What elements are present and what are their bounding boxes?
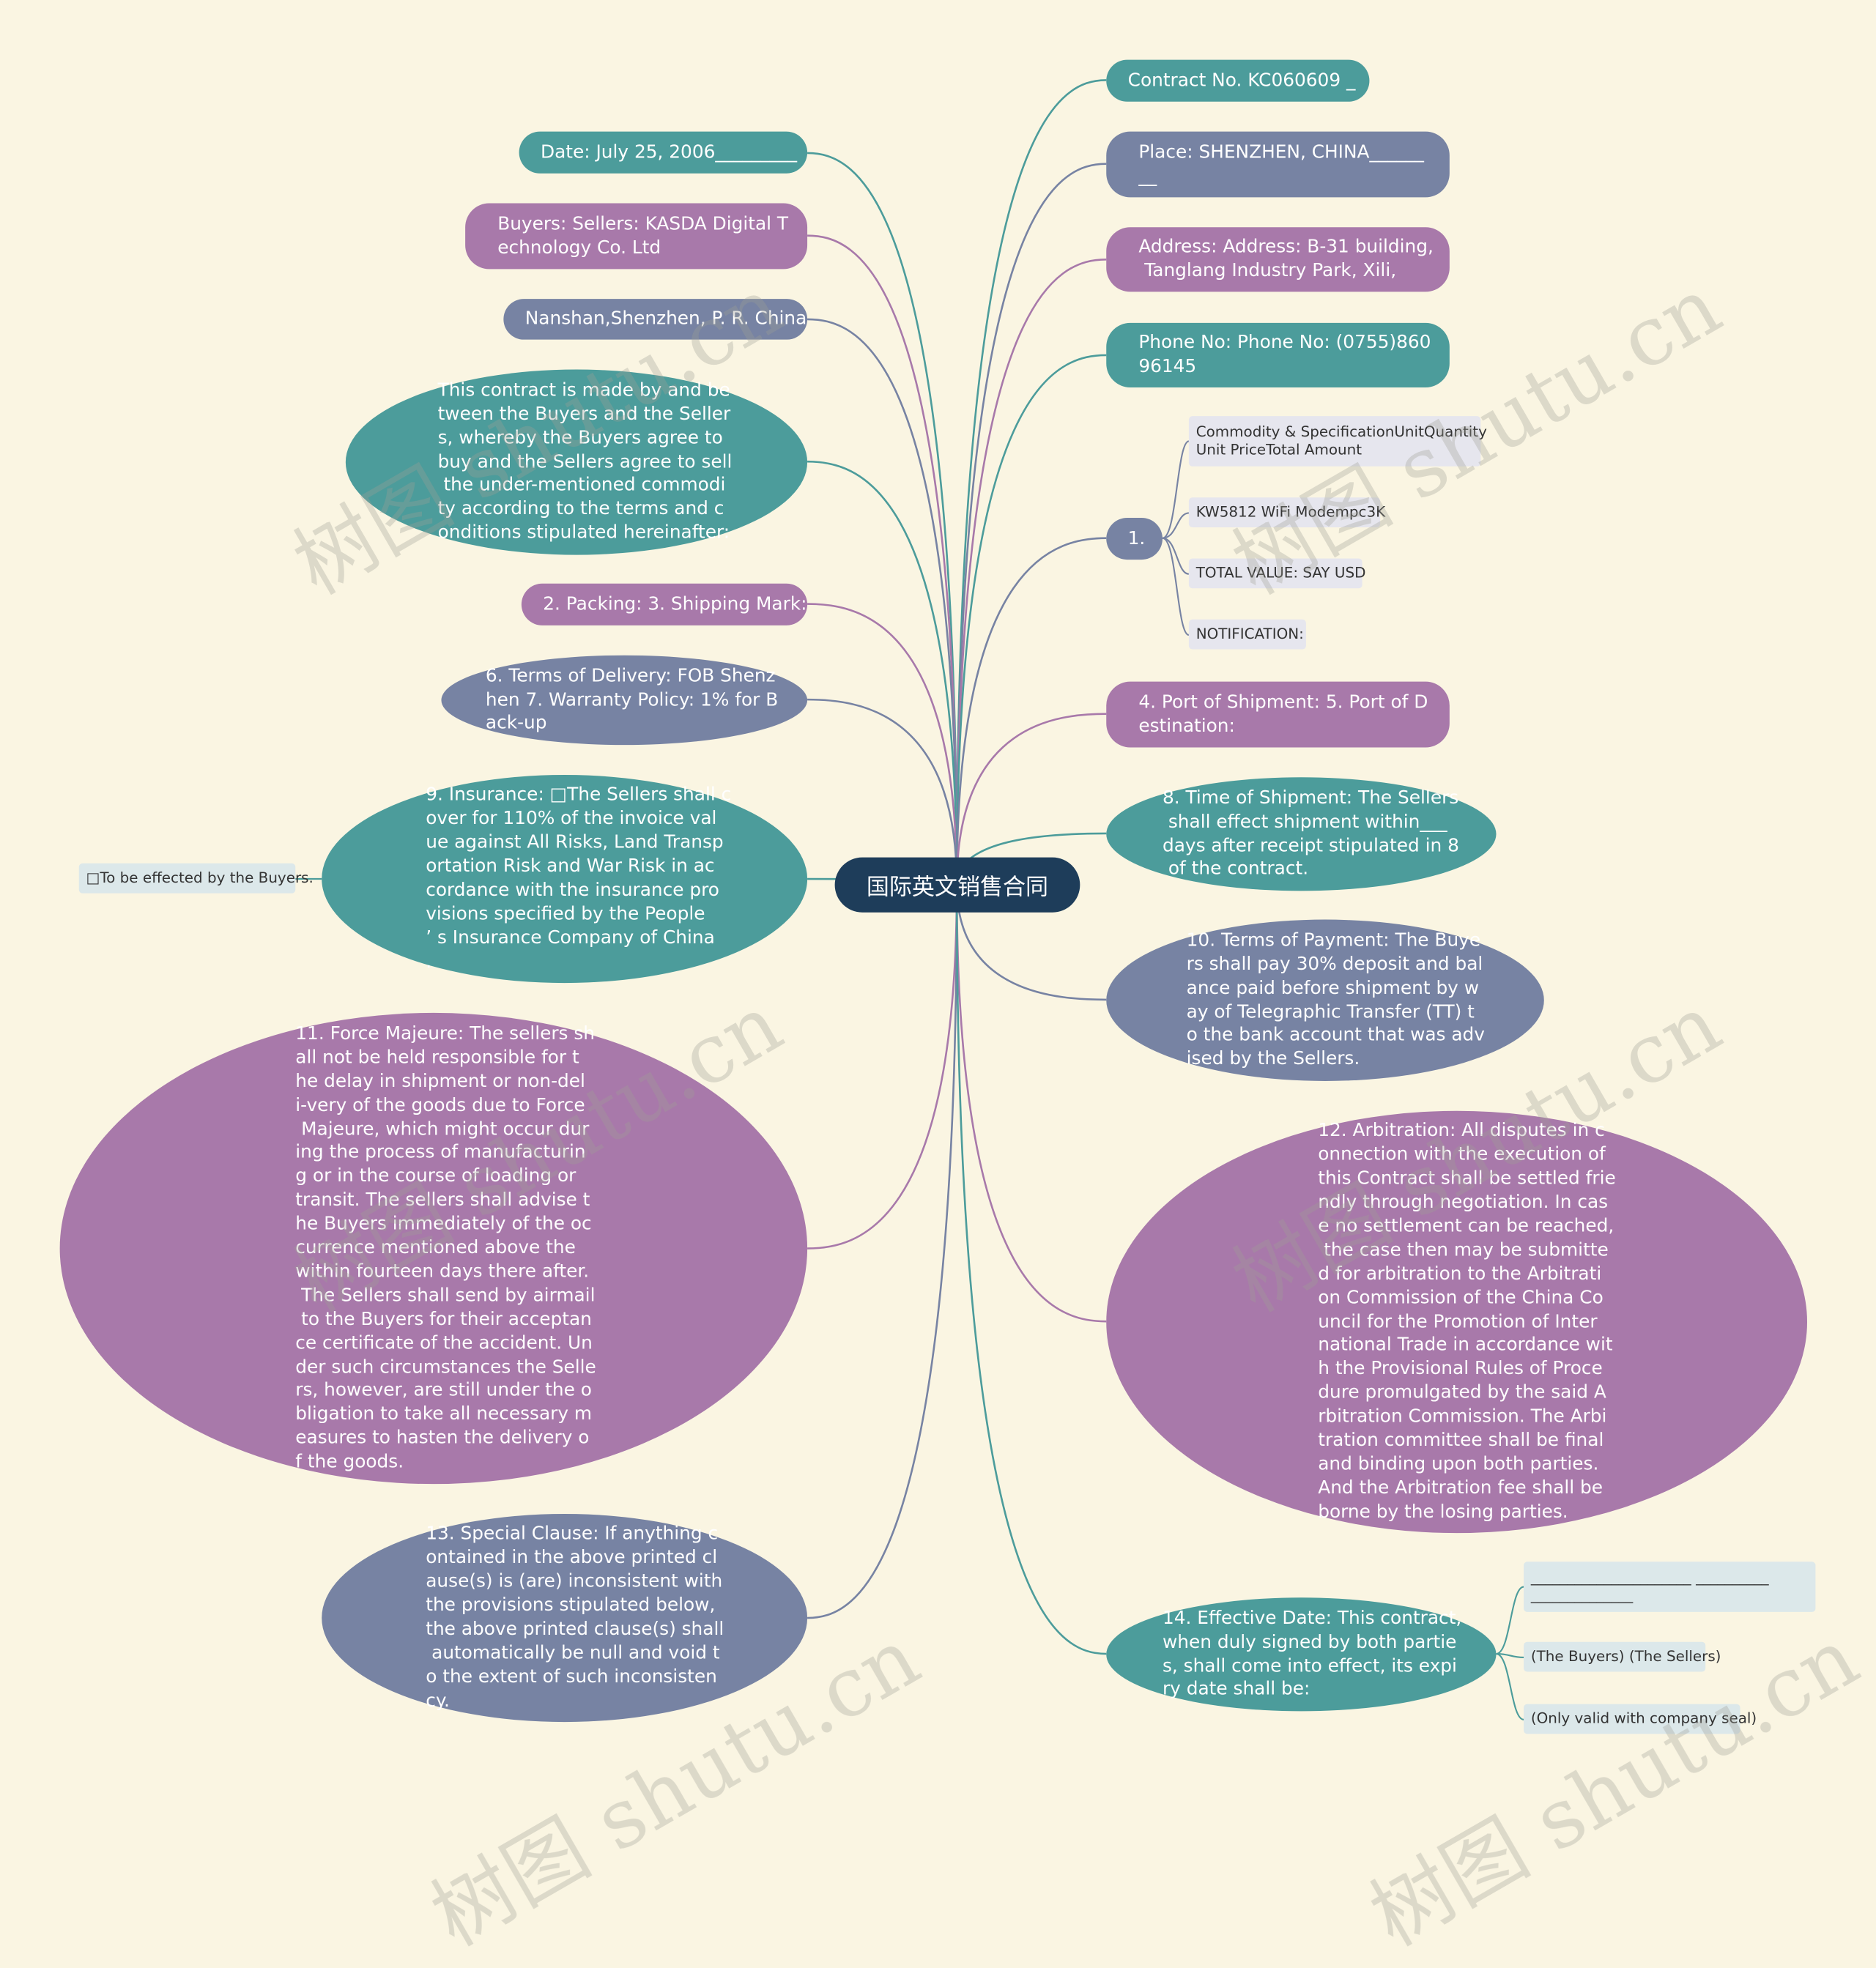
link-right-1 (955, 163, 1107, 885)
node-place[interactable]: Place: SHENZHEN, CHINA______ __ (1106, 131, 1450, 198)
link-right-2 (955, 258, 1107, 885)
link-right-0 (955, 79, 1107, 885)
node-address[interactable]: Address: Address: B-31 building, Tanglan… (1106, 227, 1450, 292)
link-item14-child-2 (1496, 1652, 1524, 1720)
node-special-clause[interactable]: 13. Special Clause: If anything c ontain… (322, 1513, 808, 1723)
leaf-company-seal[interactable]: (Only valid with company seal) (1524, 1704, 1757, 1734)
link-item14-child-1 (1496, 1652, 1524, 1658)
node-contract-no[interactable]: Contract No. KC060609 _ (1106, 59, 1370, 102)
node-insurance[interactable]: 9. Insurance: □The Sellers shall c over … (322, 774, 808, 984)
node-terms-of-payment[interactable]: 10. Terms of Payment: The Buye rs shall … (1106, 919, 1544, 1081)
link-left-2 (807, 318, 958, 885)
node-time-of-shipment[interactable]: 8. Time of Shipment: The Sellers shall e… (1106, 777, 1497, 891)
link-left-8 (807, 885, 958, 1619)
link-right-9 (955, 885, 1107, 1655)
link-left-3 (807, 460, 958, 885)
link-left-4 (807, 603, 958, 885)
node-effective-date[interactable]: 14. Effective Date: This contract, when … (1106, 1597, 1497, 1712)
node-seller-location[interactable]: Nanshan,Shenzhen, P. R. China (503, 299, 808, 340)
link-item1-child-3 (1162, 537, 1190, 636)
link-item1-child-1 (1162, 512, 1190, 539)
link-right-8 (955, 885, 1107, 1323)
link-left-1 (807, 234, 958, 885)
leaf-commodity-item[interactable]: KW5812 WiFi Modempc3K (1188, 497, 1385, 528)
link-item1-child-2 (1162, 537, 1190, 575)
node-contract-intro[interactable]: This contract is made by and be tween th… (345, 369, 808, 555)
link-right-5 (955, 713, 1107, 885)
link-left-5 (807, 698, 958, 885)
node-force-majeure[interactable]: 11. Force Majeure: The sellers sh all no… (59, 1012, 808, 1485)
node-date[interactable]: Date: July 25, 2006_________ (519, 131, 808, 174)
leaf-total-value[interactable]: TOTAL VALUE: SAY USD (1188, 558, 1365, 589)
link-item1-child-0 (1162, 440, 1190, 539)
leaf-signature-lines[interactable]: ______________________ __________ ______… (1524, 1562, 1816, 1612)
link-left-0 (807, 152, 958, 885)
node-packing-shipping-mark[interactable]: 2. Packing: 3. Shipping Mark: (521, 583, 808, 625)
node-ports[interactable]: 4. Port of Shipment: 5. Port of D estina… (1106, 681, 1450, 748)
link-right-4 (955, 537, 1107, 885)
link-item14-child-0 (1496, 1586, 1524, 1655)
leaf-buyers-sellers-labels[interactable]: (The Buyers) (The Sellers) (1524, 1641, 1721, 1672)
link-right-3 (955, 354, 1107, 885)
node-item-1[interactable]: 1. (1106, 517, 1163, 560)
leaf-notification[interactable]: NOTIFICATION: (1188, 619, 1306, 650)
node-terms-of-delivery[interactable]: 6. Terms of Delivery: FOB Shenz hen 7. W… (441, 655, 808, 746)
leaf-insurance-buyers[interactable]: □To be effected by the Buyers. (78, 863, 314, 894)
root-label: 国际英文销售合同 (866, 873, 1049, 900)
link-right-7 (955, 885, 1107, 1001)
leaf-commodity-header[interactable]: Commodity & SpecificationUnitQuantity Un… (1188, 416, 1487, 467)
mind-map: 国际英文销售合同 Date: July 25, 2006_________ Bu… (59, 59, 1874, 1965)
node-phone[interactable]: Phone No: Phone No: (0755)860 96145 (1106, 322, 1450, 387)
link-left-7 (807, 885, 958, 1250)
node-arbitration[interactable]: 12. Arbitration: All disputes in c onnec… (1106, 1110, 1808, 1534)
root-node[interactable]: 国际英文销售合同 (834, 857, 1080, 913)
connector-lines (295, 79, 1524, 1720)
node-buyers-sellers[interactable]: Buyers: Sellers: KASDA Digital T echnolo… (465, 203, 808, 270)
